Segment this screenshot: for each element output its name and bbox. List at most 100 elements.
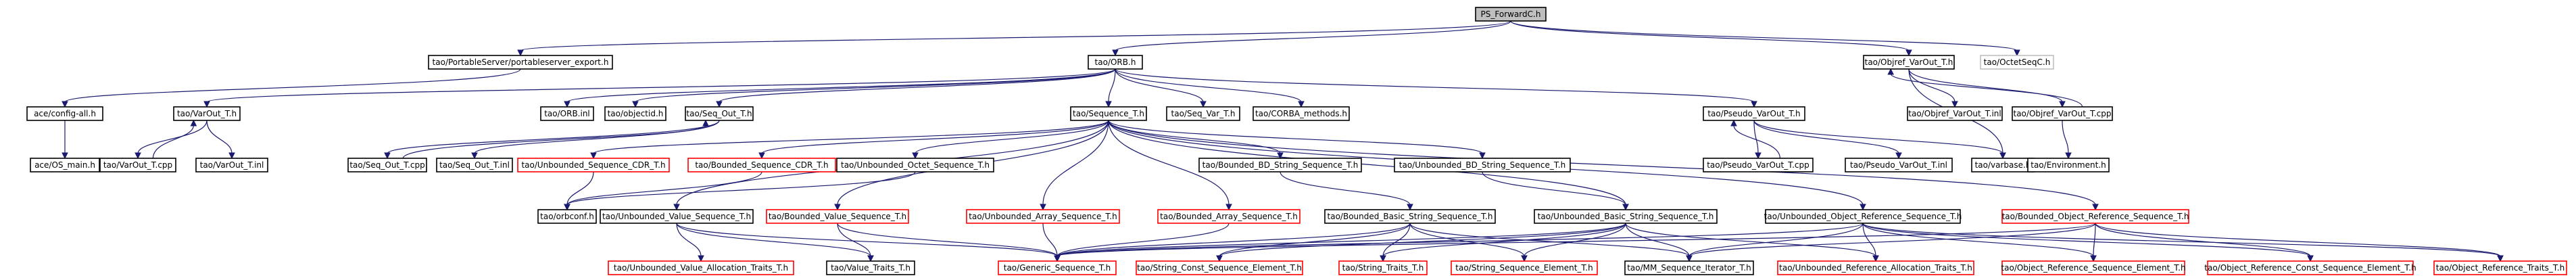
edge-varout-to-varout_cpp [135,120,208,160]
svg-text:tao/Pseudo_VarOut_T.h: tao/Pseudo_VarOut_T.h [1707,109,1800,118]
edge-ps_forward-to-portable_export [517,20,1511,57]
svg-text:tao/orbconf.h: tao/orbconf.h [540,212,594,221]
node-seq-out-t-inl[interactable]: tao/Seq_Out_T.inl [436,158,513,172]
node-unbounded-bd-string-sequence-t-h[interactable]: tao/Unbounded_BD_String_Sequence_T.h [1394,158,1571,172]
svg-text:tao/VarOut_T.h: tao/VarOut_T.h [177,109,237,118]
node-os-main-h[interactable]: ace/OS_main.h [30,158,100,172]
svg-text:tao/Unbounded_Octet_Sequence_T: tao/Unbounded_Octet_Sequence_T.h [841,160,990,170]
svg-text:tao/VarOut_T.inl: tao/VarOut_T.inl [200,160,264,170]
node-seq-var-t-h[interactable]: tao/Seq_Var_T.h [1166,106,1240,121]
svg-text:tao/Objref_VarOut_T.inl: tao/Objref_VarOut_T.inl [1908,109,2001,118]
node-bounded-basic-string-sequence-t-h[interactable]: tao/Bounded_Basic_String_Sequence_T.h [1324,209,1496,224]
svg-text:tao/objectid.h: tao/objectid.h [608,109,664,118]
node-varout-t-inl[interactable]: tao/VarOut_T.inl [195,158,268,172]
node-bounded-sequence-cdr-t-h[interactable]: tao/Bounded_Sequence_CDR_T.h [687,158,836,172]
edge-orb-to-pseudo_varout [1115,68,1757,108]
node-varout-t-cpp[interactable]: tao/VarOut_T.cpp [99,158,176,172]
node-layer: PS_ForwardC.h tao/PortableServer/portabl… [26,7,2567,275]
node-unbounded-octet-sequence-t-h[interactable]: tao/Unbounded_Octet_Sequence_T.h [836,158,994,172]
node-bounded-object-reference-sequence-t-h[interactable]: tao/Bounded_Object_Reference_Sequence_T.… [2001,209,2189,224]
node-objref-varout-t-cpp[interactable]: tao/Objref_VarOut_T.cpp [2012,106,2113,121]
node-unbounded-sequence-cdr-t-h[interactable]: tao/Unbounded_Sequence_CDR_T.h [517,158,670,172]
svg-text:tao/ORB.h: tao/ORB.h [1095,57,1136,67]
node-object-reference-sequence-element-t-h[interactable]: tao/Object_Reference_Sequence_Element_T.… [2001,260,2186,275]
svg-text:tao/Environment.h: tao/Environment.h [2031,160,2106,170]
node-mm-sequence-iterator-t-h[interactable]: tao/MM_Sequence_Iterator_T.h [1624,260,1754,275]
node-config-all-h[interactable]: ace/config-all.h [26,106,103,121]
node-sequence-t-h[interactable]: tao/Sequence_T.h [1070,106,1147,121]
svg-text:tao/Pseudo_VarOut_T.inl: tao/Pseudo_VarOut_T.inl [1850,160,1947,170]
edge-orb-to-seq_out [716,68,1116,108]
edge-bnd_array-to-generic_seq [1054,223,1230,262]
node-pseudo-varout-t-inl[interactable]: tao/Pseudo_VarOut_T.inl [1845,158,1953,172]
svg-text:tao/Unbounded_BD_String_Sequen: tao/Unbounded_BD_String_Sequence_T.h [1399,160,1565,170]
edge-unb_octet-to-orbconf [564,171,916,211]
edge-seq_out-to-seq_out_cpp [384,120,720,160]
node-pseudo-varout-t-h[interactable]: tao/Pseudo_VarOut_T.h [1703,106,1805,121]
node-string-traits-t-h[interactable]: tao/String_Traits_T.h [1338,260,1428,275]
node-objref-varout-t-inl[interactable]: tao/Objref_VarOut_T.inl [1907,106,2003,121]
node-unbounded-reference-allocation-traits-t-h[interactable]: tao/Unbounded_Reference_Allocation_Trait… [1777,260,1974,275]
node-orbconf-h[interactable]: tao/orbconf.h [537,209,597,224]
node-objref-varout-t-h[interactable]: tao/Objref_VarOut_T.h [1863,55,1955,70]
node-corba-methods-h[interactable]: tao/CORBA_methods.h [1253,106,1350,121]
node-seq-out-t-h[interactable]: tao/Seq_Out_T.h [685,106,754,121]
node-object-reference-traits-t-h[interactable]: tao/Object_Reference_Traits_T.h [2433,260,2567,275]
edge-orb-to-seq_var [1115,68,1207,108]
node-varbase-h[interactable]: tao/varbase.h [1971,158,2035,172]
edge-ps_forward-to-objref_varout [1510,20,1912,57]
node-orb-h[interactable]: tao/ORB.h [1088,55,1143,70]
node-unbounded-object-reference-sequence-t-h[interactable]: tao/Unbounded_Object_Reference_Sequence_… [1764,209,1962,224]
svg-text:tao/Unbounded_Reference_Alloca: tao/Unbounded_Reference_Allocation_Trait… [1779,263,1972,273]
edge-unb_objref-to-objref_traits [1862,223,2504,262]
node-bounded-value-sequence-t-h[interactable]: tao/Bounded_Value_Sequence_T.h [766,209,909,224]
node-string-const-sequence-element-t-h[interactable]: tao/String_Const_Sequence_Element_T.h [1136,260,1303,275]
edge-orb-to-corba_methods [1115,68,1305,108]
edge-layer [62,20,2504,262]
svg-text:tao/Bounded_Basic_String_Seque: tao/Bounded_Basic_String_Sequence_T.h [1328,212,1493,221]
edge-objref_varout_cpp-to-environment [2062,120,2072,160]
node-generic-sequence-t-h[interactable]: tao/Generic_Sequence_T.h [998,260,1117,275]
node-unbounded-array-sequence-t-h[interactable]: tao/Unbounded_Array_Sequence_T.h [966,209,1120,224]
edge-bnd_objref-to-objref_const_elem [2095,223,2314,262]
edge-sequence_t-to-unb_octet [912,120,1109,160]
node-unbounded-value-allocation-traits-t-h[interactable]: tao/Unbounded_Value_Allocation_Traits_T.… [608,260,794,275]
node-unbounded-basic-string-sequence-t-h[interactable]: tao/Unbounded_Basic_String_Sequence_T.h [1534,209,1718,224]
svg-text:tao/String_Sequence_Element_T.: tao/String_Sequence_Element_T.h [1455,263,1593,273]
node-ps-forwardc-h[interactable]: PS_ForwardC.h [1475,7,1547,22]
svg-text:tao/Bounded_Value_Sequence_T.h: tao/Bounded_Value_Sequence_T.h [769,212,906,221]
edge-sequence_t-to-bnd_bd_string [1108,120,1284,160]
node-varout-t-h[interactable]: tao/VarOut_T.h [173,106,241,121]
node-unbounded-value-sequence-t-h[interactable]: tao/Unbounded_Value_Sequence_T.h [600,209,754,224]
node-bounded-array-sequence-t-h[interactable]: tao/Bounded_Array_Sequence_T.h [1157,209,1301,224]
edge-bnd_objref-to-objref_seq_elem [2090,223,2097,262]
edge-seq_out-to-seq_out_inl [471,120,720,160]
node-bounded-bd-string-sequence-t-h[interactable]: tao/Bounded_BD_String_Sequence_T.h [1198,158,1362,172]
edge-unb_basic_string-to-unb_ref_alloc [1625,223,1879,262]
svg-text:tao/Unbounded_Sequence_CDR_T.h: tao/Unbounded_Sequence_CDR_T.h [521,160,665,170]
svg-text:tao/Sequence_T.h: tao/Sequence_T.h [1073,109,1144,118]
node-seq-out-t-cpp[interactable]: tao/Seq_Out_T.cpp [347,158,427,172]
svg-text:tao/Object_Reference_Traits_T.: tao/Object_Reference_Traits_T.h [2436,263,2565,273]
node-environment-h[interactable]: tao/Environment.h [2027,158,2110,172]
node-octetseqc-h[interactable]: tao/OctetSeqC.h [1980,55,2054,70]
svg-text:tao/Unbounded_Basic_String_Seq: tao/Unbounded_Basic_String_Sequence_T.h [1538,212,1714,221]
node-objectid-h[interactable]: tao/objectid.h [604,106,666,121]
edge-objref_varout-to-objref_varout_cpp [1908,68,2066,108]
node-string-sequence-element-t-h[interactable]: tao/String_Sequence_Element_T.h [1451,260,1598,275]
svg-text:tao/Seq_Var_T.h: tao/Seq_Var_T.h [1171,109,1236,118]
svg-text:ace/config-all.h: ace/config-all.h [34,109,96,118]
edge-unb_basic_string-to-string_const_elem [1216,223,1626,262]
node-orb-inl[interactable]: tao/ORB.inl [540,106,594,121]
node-object-reference-const-sequence-element-t-h[interactable]: tao/Object_Reference_Const_Sequence_Elem… [2204,260,2416,275]
edge-bnd_objref-to-mm_iter [1686,223,2096,262]
svg-text:tao/MM_Sequence_Iterator_T.h: tao/MM_Sequence_Iterator_T.h [1627,263,1751,273]
edge-sequence_t-to-bnd_array [1108,120,1232,211]
edge-unb_value-to-value_traits [676,223,874,262]
node-pseudo-varout-t-cpp[interactable]: tao/Pseudo_VarOut_T.cpp [1703,158,1814,172]
svg-text:tao/Value_Traits_T.h: tao/Value_Traits_T.h [831,263,910,273]
node-portableserver-export-h[interactable]: tao/PortableServer/portableserver_export… [428,55,613,70]
edge-orb-to-sequence_t [1105,68,1116,108]
node-value-traits-t-h[interactable]: tao/Value_Traits_T.h [826,260,915,275]
